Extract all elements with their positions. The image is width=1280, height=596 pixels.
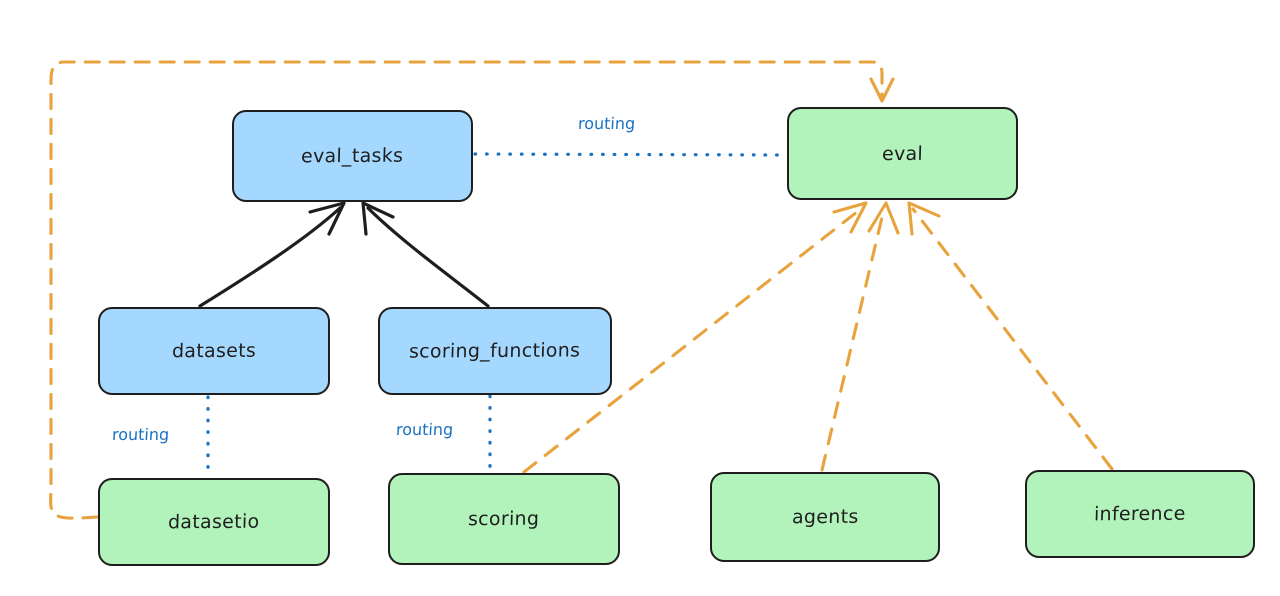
node-label: eval_tasks xyxy=(301,144,404,168)
edge-scoring-to-eval xyxy=(522,201,868,474)
edge-label-routing-datasets-datasetio: routing xyxy=(111,425,170,444)
edge-datasetio-to-eval xyxy=(49,60,895,520)
node-datasetio[interactable]: datasetio xyxy=(98,478,330,566)
node-datasets[interactable]: datasets xyxy=(98,307,330,395)
node-eval[interactable]: eval xyxy=(787,107,1018,200)
node-agents[interactable]: agents xyxy=(710,472,940,562)
node-label: scoring xyxy=(468,507,540,531)
node-label: scoring_functions xyxy=(409,339,581,363)
edge-label-routing-eval-tasks-eval: routing xyxy=(577,114,636,133)
edge-label-routing-scoring-functions-scoring: routing xyxy=(395,420,454,439)
edge-scoring_functions-to-eval_tasks xyxy=(361,201,490,308)
node-label: datasetio xyxy=(167,510,261,534)
edge-eval_tasks-to-eval xyxy=(473,152,788,157)
node-label: datasets xyxy=(171,339,257,363)
edge-datasets-to-eval_tasks xyxy=(198,201,346,308)
node-label: agents xyxy=(791,505,859,529)
node-scoring-functions[interactable]: scoring_functions xyxy=(378,307,612,395)
node-label: eval xyxy=(881,142,924,165)
edge-agents-to-eval xyxy=(820,201,900,472)
edge-inference-to-eval xyxy=(907,201,1114,471)
node-label: inference xyxy=(1093,502,1187,526)
node-scoring[interactable]: scoring xyxy=(388,473,620,565)
node-eval-tasks[interactable]: eval_tasks xyxy=(232,110,473,202)
node-inference[interactable]: inference xyxy=(1025,470,1255,558)
